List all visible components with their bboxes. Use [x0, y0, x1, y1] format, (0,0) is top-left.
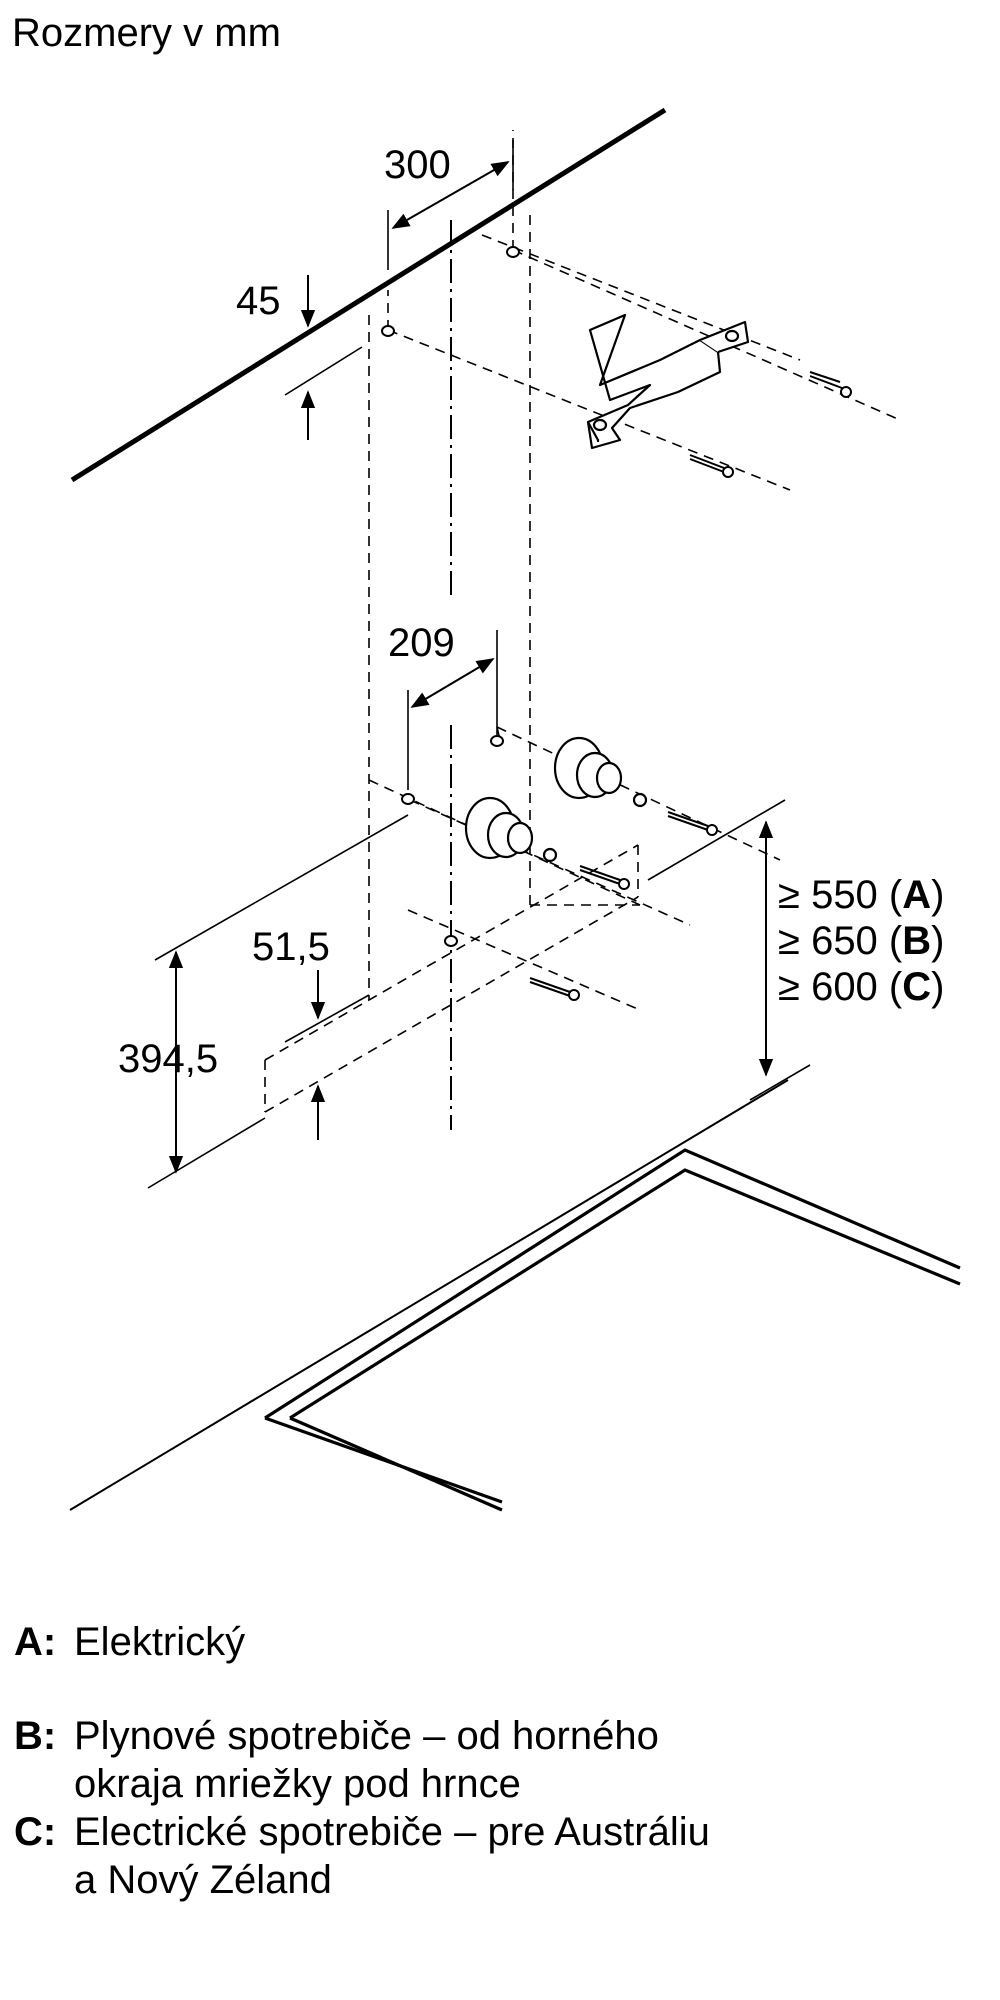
legend-b: B: Plynové spotrebiče – od horného okraj… — [14, 1712, 714, 1808]
legend-c: C: Electrické spotrebiče – pre Austráliu… — [14, 1808, 714, 1904]
requirement-a: ≥ 550 (A) — [778, 873, 944, 917]
lower-screws — [529, 811, 718, 1001]
legend-item-a: A: Elektrický — [14, 1620, 246, 1664]
dim-394-5-label: 394,5 — [118, 1037, 218, 1081]
lower-construction-lines — [264, 726, 781, 1113]
dim-209-label: 209 — [388, 621, 455, 665]
dim-300-line — [391, 161, 510, 229]
lower-screw-holes — [401, 735, 504, 947]
upper-screw-holes — [381, 246, 520, 337]
mounting-bracket — [586, 313, 750, 450]
dim-45-ext — [284, 346, 363, 396]
upper-screws — [689, 371, 852, 478]
wall-plugs — [464, 736, 648, 863]
upper-construction-lines — [368, 130, 901, 1000]
legend-item-b: B: Plynové spotrebiče – od horného okraj… — [14, 1714, 659, 1806]
dim-45-label: 45 — [236, 279, 281, 323]
page-title: Rozmery v mm — [12, 11, 281, 55]
clearance-ext-bottom — [749, 1064, 811, 1101]
legend-item-c: C: Electrické spotrebiče – pre Austráliu… — [14, 1810, 710, 1902]
dim-51-5-ext — [284, 994, 370, 1043]
cooktop — [69, 1079, 961, 1512]
requirement-b: ≥ 650 (B) — [778, 919, 944, 963]
clearance-ext-top — [647, 799, 786, 881]
ceiling-line — [70, 107, 667, 483]
dim-394-5-ext-bottom — [147, 1117, 266, 1189]
dim-51-5-label: 51,5 — [252, 925, 330, 969]
legend: A: Elektrický — [14, 1618, 954, 1666]
dim-300-label: 300 — [384, 143, 451, 187]
requirement-c: ≥ 600 (C) — [778, 965, 944, 1009]
dim-209-line — [410, 658, 495, 708]
dim-394-5-ext-top — [154, 814, 409, 961]
